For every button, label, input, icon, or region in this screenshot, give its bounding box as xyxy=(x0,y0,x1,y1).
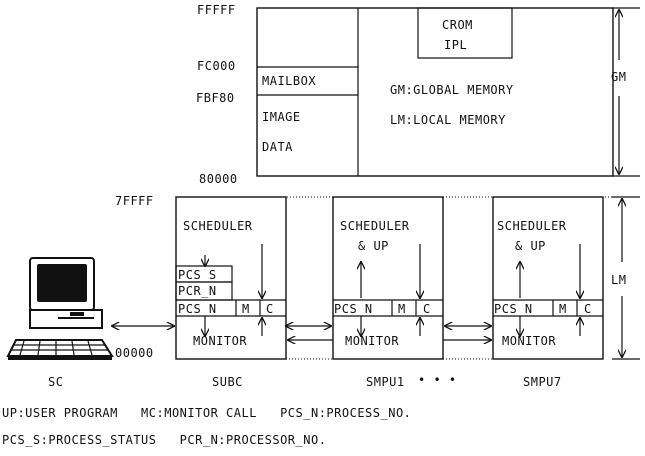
mailbox-label: MAILBOX xyxy=(262,74,316,88)
address-80000: 80000 xyxy=(199,172,238,186)
subc-scheduler-label: SCHEDULER xyxy=(183,219,253,233)
footnote-line-1: UP:USER PROGRAM MC:MONITOR CALL PCS_N:PR… xyxy=(2,406,411,420)
subc-m-label: M xyxy=(242,302,250,316)
smpu7-monitor-label: MONITOR xyxy=(502,334,556,348)
legend-global-memory: GM:GLOBAL MEMORY xyxy=(390,83,514,97)
label-smpu7: SMPU7 xyxy=(523,375,562,389)
subc-pcs-s-label: PCS_S xyxy=(178,268,217,282)
ipl-label: IPL xyxy=(444,38,467,52)
computer-icon xyxy=(8,258,112,360)
smpu7-scheduler-label: SCHEDULER xyxy=(497,219,567,233)
address-00000: 00000 xyxy=(115,346,154,360)
smpu7-c-label: C xyxy=(584,302,592,316)
legend-local-memory: LM:LOCAL MEMORY xyxy=(390,113,506,127)
address-fbf80: FBF80 xyxy=(196,91,235,105)
smpu1-pcs-n-label: PCS_N xyxy=(334,302,373,316)
label-sc: SC xyxy=(48,375,63,389)
lm-label: LM xyxy=(611,273,626,287)
smpu7-pcs-n-label: PCS_N xyxy=(494,302,533,316)
smpu1-monitor-label: MONITOR xyxy=(345,334,399,348)
interconnect-links xyxy=(112,326,491,340)
smpu7-m-label: M xyxy=(559,302,567,316)
label-ellipsis: • • • xyxy=(418,373,457,387)
image-label: IMAGE xyxy=(262,110,301,124)
subc-monitor-label: MONITOR xyxy=(193,334,247,348)
data-label: DATA xyxy=(262,140,293,154)
subc-c-label: C xyxy=(266,302,274,316)
address-7ffff: 7FFFF xyxy=(115,194,154,208)
label-subc: SUBC xyxy=(212,375,243,389)
smpu1-c-label: C xyxy=(423,302,431,316)
footnote-line-2: PCS_S:PROCESS_STATUS PCR_N:PROCESSOR_NO. xyxy=(2,433,326,447)
label-smpu1: SMPU1 xyxy=(366,375,405,389)
gm-range-bracket xyxy=(612,8,640,176)
address-fc000: FC000 xyxy=(197,59,236,73)
smpu1-up-label: & UP xyxy=(358,239,389,253)
smpu7-up-label: & UP xyxy=(515,239,546,253)
gm-label: GM xyxy=(611,70,626,84)
crom-label: CROM xyxy=(442,18,473,32)
smpu1-m-label: M xyxy=(398,302,406,316)
subc-pcs-n-label: PCS_N xyxy=(178,302,217,316)
address-fffff: FFFFF xyxy=(197,3,236,17)
subc-pcr-n-label: PCR_N xyxy=(178,284,217,298)
smpu1-scheduler-label: SCHEDULER xyxy=(340,219,410,233)
